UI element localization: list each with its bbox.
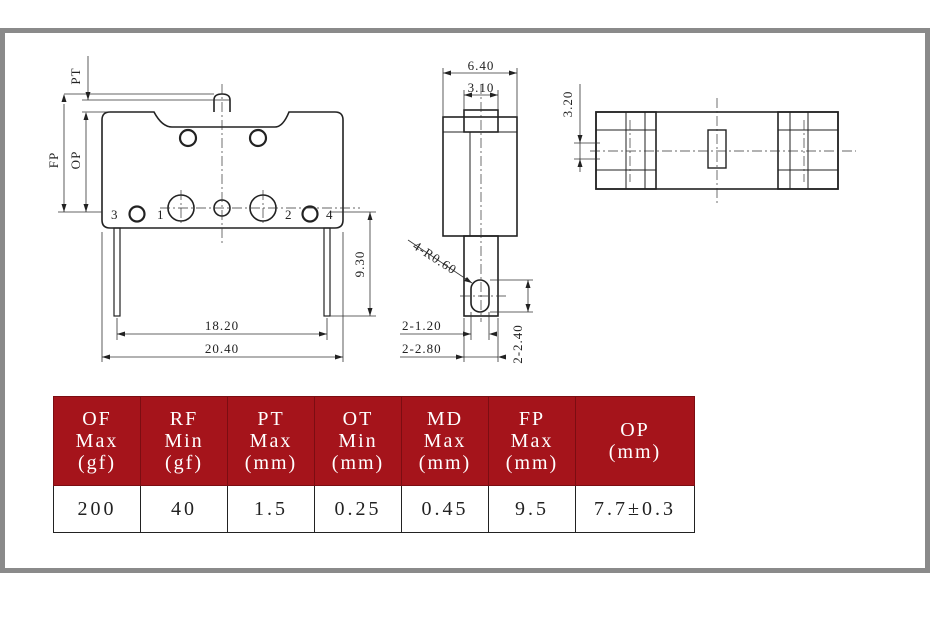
header-line: PT [257,408,285,430]
header-line: (mm) [505,452,559,474]
header-of: OF Max (gf) [53,396,141,486]
header-line: RF [169,408,199,430]
header-fp: FP Max (mm) [488,396,576,486]
pin-label-3: 3 [111,207,119,222]
header-line: (mm) [244,452,298,474]
side-view [442,109,518,317]
header-line: (mm) [608,441,662,463]
value-md: 0.45 [401,485,489,533]
value-ot: 0.25 [314,485,402,533]
header-rf: RF Min (gf) [140,396,228,486]
header-line: Min [164,430,204,452]
label-fp: FP [46,152,61,168]
label-op: OP [68,151,83,170]
value-of: 200 [53,485,141,533]
header-line: Min [338,430,378,452]
pin-label-2: 2 [285,207,293,222]
header-line: FP [518,408,546,430]
front-view [101,93,344,317]
header-line: OP [620,419,650,441]
dim-9-30: 9.30 [352,251,367,278]
header-line: OT [342,408,374,430]
header-ot: OT Min (mm) [314,396,402,486]
dim-3-10: 3.10 [468,80,495,95]
header-md: MD Max (mm) [401,396,489,486]
label-pt: PT [68,67,83,84]
header-line: Max [249,430,293,452]
dim-2-1-20: 2-1.20 [402,318,442,333]
dim-6-40: 6.40 [468,58,495,73]
pin-label-4: 4 [326,207,334,222]
value-op: 7.7±0.3 [575,485,695,533]
dim-18-20: 18.20 [205,318,239,333]
dim-4-r0-60: 4-R0.60 [410,238,459,277]
spec-table: OF Max (gf) RF Min (gf) PT Max (mm) OT M… [53,396,695,533]
dim-2-2-80: 2-2.80 [402,341,442,356]
dim-20-40: 20.40 [205,341,239,356]
header-line: MD [426,408,464,430]
header-line: Max [423,430,467,452]
dim-2-2-40: 2-2.40 [510,324,525,364]
spec-value-row: 200 40 1.5 0.25 0.45 9.5 7.7±0.3 [53,485,695,533]
value-pt: 1.5 [227,485,315,533]
pin-label-1: 1 [157,207,165,222]
header-line: OF [82,408,112,430]
header-line: (mm) [418,452,472,474]
header-line: Max [510,430,554,452]
header-pt: PT Max (mm) [227,396,315,486]
spec-header-row: OF Max (gf) RF Min (gf) PT Max (mm) OT M… [53,396,695,486]
header-line: (gf) [165,452,203,474]
header-op: OP (mm) [575,396,695,486]
value-fp: 9.5 [488,485,576,533]
header-line: (gf) [78,452,116,474]
header-line: Max [75,430,119,452]
header-line: (mm) [331,452,385,474]
dim-3-20: 3.20 [560,91,575,118]
value-rf: 40 [140,485,228,533]
